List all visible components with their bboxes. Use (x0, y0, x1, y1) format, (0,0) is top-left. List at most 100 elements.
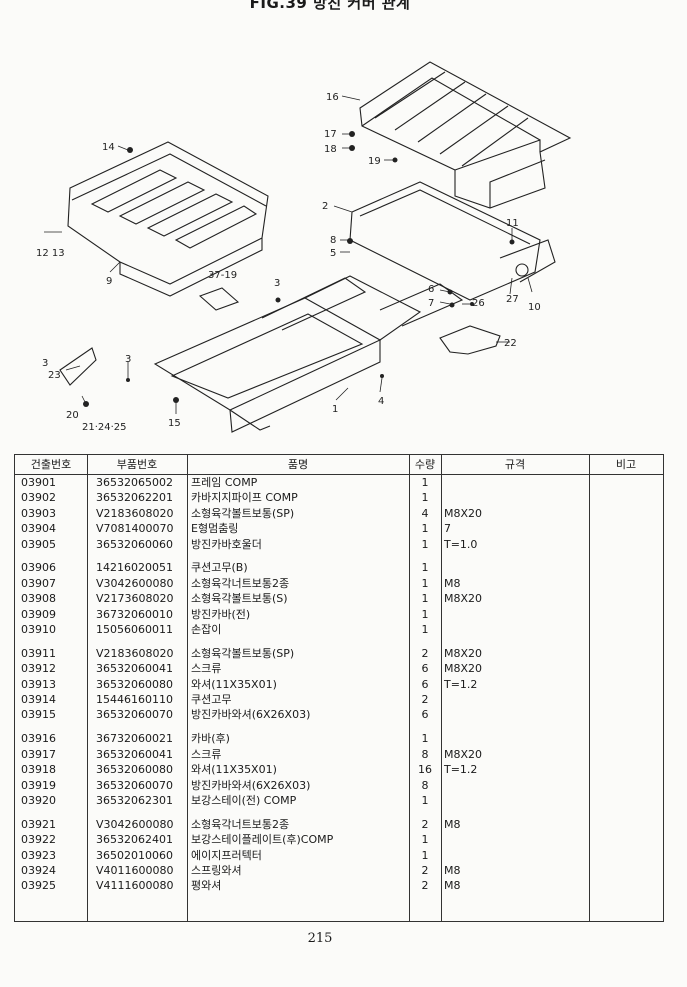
callout-label: 5 (330, 248, 336, 259)
callout-label: 37-19 (208, 270, 237, 281)
header-part-name: 품명 (287, 458, 309, 471)
quantity: 16 (418, 763, 432, 777)
part-no: V4111600080 (96, 879, 174, 893)
ref-no: 03917 (21, 747, 56, 761)
quantity: 2 (421, 817, 429, 831)
quantity: 6 (421, 662, 429, 676)
callout-label: 14 (102, 142, 115, 153)
part-name: 소형육각너트보통2종 (191, 576, 290, 590)
quantity: 8 (421, 747, 429, 761)
ref-no: 03904 (21, 522, 56, 536)
header-part-no: 부품번호 (116, 458, 158, 471)
header-spec: 규격 (504, 458, 526, 471)
part-no: 36532062301 (96, 793, 173, 807)
quantity: 2 (421, 863, 429, 877)
callout-label: 20 (66, 410, 79, 421)
part-name: 소형육각볼트보통(SP) (191, 646, 295, 660)
spec: T=1.0 (444, 537, 478, 551)
spec: T=1.2 (444, 677, 478, 691)
ref-no: 03907 (21, 576, 56, 590)
part-name: 스크류 (191, 747, 222, 761)
part-no: V4011600080 (96, 863, 174, 877)
callout-label: 23 (48, 370, 61, 381)
ref-no: 03910 (21, 623, 56, 637)
quantity: 6 (421, 677, 429, 691)
callout-label: 16 (326, 92, 339, 103)
part-name: 와셔(11X35X01) (191, 763, 277, 777)
spec: M8 (444, 576, 461, 590)
quantity: 6 (421, 708, 429, 722)
figure-title: FIG.39 방진 커버 관계 (249, 0, 411, 12)
ref-no: 03905 (21, 537, 56, 551)
part-name: 손잡이 (191, 623, 222, 637)
part-name: 스프링와셔 (191, 863, 242, 877)
part-no: V7081400070 (96, 522, 174, 536)
header-qty: 수량 (414, 458, 436, 471)
spec: M8 (444, 817, 461, 831)
part-no: 36532060070 (96, 778, 173, 792)
callout-label: 27 (506, 294, 519, 305)
part-name: 카바(후) (191, 732, 230, 746)
quantity: 4 (421, 506, 429, 520)
quantity: 1 (421, 623, 429, 637)
callout-label: 3 (125, 354, 131, 365)
part-name: 평와셔 (191, 879, 222, 893)
part-name: 소형육각너트보통2종 (191, 817, 290, 831)
ref-no: 03911 (21, 646, 56, 660)
quantity: 1 (421, 537, 429, 551)
part-name: 프레임 COMP (191, 476, 258, 489)
part-no: 36532060080 (96, 763, 173, 777)
quantity: 2 (421, 646, 429, 660)
quantity: 1 (421, 561, 429, 575)
ref-no: 03908 (21, 592, 56, 606)
part-no: 36532060041 (96, 747, 173, 761)
callout-label: 18 (324, 144, 337, 155)
quantity: 1 (421, 732, 429, 746)
quantity: 1 (421, 607, 429, 621)
part-name: 보강스테이(전) COMP (191, 793, 297, 807)
ref-no: 03924 (21, 863, 56, 877)
front-cover-drawing (67, 141, 269, 297)
ref-no: 03925 (21, 879, 56, 893)
part-name: 방진카바와셔(6X26X03) (191, 708, 311, 722)
part-no: 36532065002 (96, 476, 173, 489)
quantity: 2 (421, 879, 429, 893)
cover-support-pipe-drawing (349, 181, 556, 301)
header-note: 비고 (615, 458, 637, 471)
callout-label: 15 (168, 418, 181, 429)
ref-no: 03920 (21, 793, 56, 807)
ref-no: 03906 (21, 561, 56, 575)
part-name: 소형육각볼트보통(SP) (191, 506, 295, 520)
spec: M8 (444, 863, 461, 877)
stay-plates-drawing (59, 287, 501, 386)
callout-label: 17 (324, 129, 337, 140)
part-no: 36532062201 (96, 491, 173, 505)
ref-no: 03903 (21, 506, 56, 520)
leader-lines (44, 95, 533, 414)
ref-no: 03901 (21, 476, 56, 489)
part-no: 36732060021 (96, 732, 173, 746)
part-no: 36502010060 (96, 848, 173, 862)
part-no: V3042600080 (96, 817, 174, 831)
